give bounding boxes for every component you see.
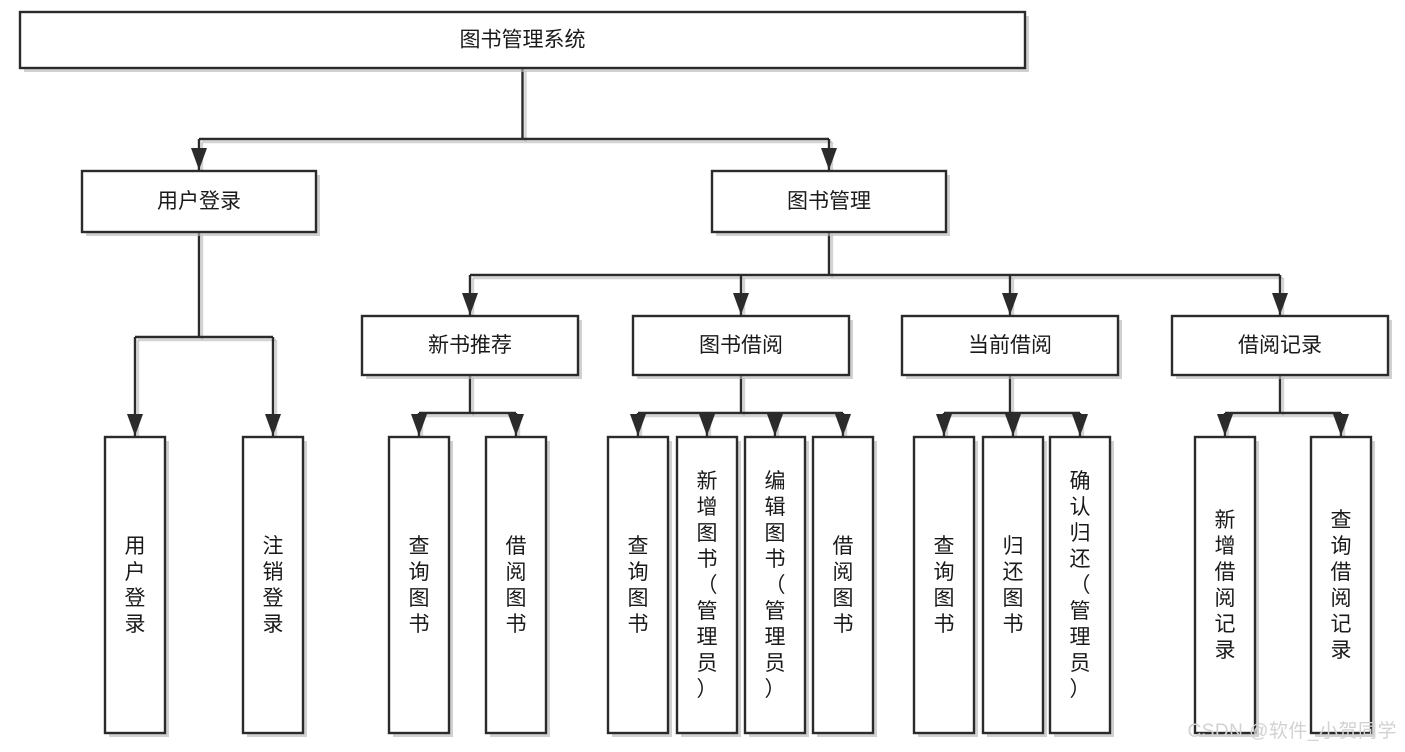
node-leaf-10[interactable]: 确认归还（管理员） (1048, 435, 1114, 737)
node-label: 图书管理系统 (460, 29, 586, 52)
node-rect[interactable] (387, 435, 451, 735)
node-leaf-8[interactable]: 查询图书 (912, 435, 978, 737)
node-label: 编辑图书（管理员） (765, 470, 786, 701)
node-root[interactable]: 图书管理系统 (18, 10, 1029, 72)
arrow-head (936, 414, 952, 436)
node-rect[interactable] (912, 435, 976, 735)
arrow-head (191, 148, 207, 170)
node-rect[interactable] (80, 169, 318, 234)
node-label: 当前借阅 (968, 334, 1052, 357)
node-rect[interactable] (606, 435, 670, 735)
connector-layer (127, 68, 1349, 439)
node-leaf-1[interactable]: 注销登录 (241, 435, 307, 737)
node-label: 图书借阅 (699, 334, 783, 357)
node-rect[interactable] (743, 435, 807, 735)
arrow-head (1072, 414, 1088, 436)
node-leaf-3[interactable]: 借阅图书 (484, 435, 550, 737)
node-rect[interactable] (103, 435, 167, 735)
node-leaf-6[interactable]: 编辑图书（管理员） (743, 435, 809, 737)
node-level2-0[interactable]: 用户登录 (80, 169, 320, 236)
node-rect[interactable] (631, 314, 851, 377)
node-leaf-0[interactable]: 用户登录 (103, 435, 169, 737)
arrow-head (767, 414, 783, 436)
arrow-head (127, 414, 143, 436)
arrow-head (630, 414, 646, 436)
node-label: 查询图书 (628, 535, 649, 636)
node-label: 新增借阅记录 (1215, 509, 1236, 662)
node-rect[interactable] (18, 10, 1027, 70)
node-label: 新书推荐 (428, 334, 512, 357)
node-rect[interactable] (710, 169, 948, 234)
node-rect[interactable] (675, 435, 739, 735)
node-leaf-7[interactable]: 借阅图书 (811, 435, 877, 737)
arrow-head (699, 414, 715, 436)
node-rect[interactable] (811, 435, 875, 735)
arrow-head (733, 293, 749, 315)
arrow-head (411, 414, 427, 436)
node-rect[interactable] (900, 314, 1120, 377)
node-level3-1[interactable]: 图书借阅 (631, 314, 853, 379)
node-level3-2[interactable]: 当前借阅 (900, 314, 1122, 379)
node-label: 借阅记录 (1238, 334, 1322, 357)
node-level3-0[interactable]: 新书推荐 (360, 314, 582, 379)
node-label: 借阅图书 (833, 535, 854, 636)
node-leaf-11[interactable]: 新增借阅记录 (1193, 435, 1259, 737)
node-leaf-12[interactable]: 查询借阅记录 (1309, 435, 1375, 737)
node-label: 图书管理 (787, 190, 871, 213)
arrow-head (1217, 414, 1233, 436)
arrow-head (1005, 414, 1021, 436)
node-label: 新增图书（管理员） (697, 470, 718, 701)
node-rect[interactable] (981, 435, 1045, 735)
arrow-head (508, 414, 524, 436)
node-label: 查询借阅记录 (1331, 509, 1352, 662)
node-leaf-4[interactable]: 查询图书 (606, 435, 672, 737)
node-label: 查询图书 (409, 535, 430, 636)
node-rect[interactable] (1170, 314, 1390, 377)
arrow-head (265, 414, 281, 436)
node-label: 用户登录 (125, 535, 146, 636)
arrow-head (1002, 293, 1018, 315)
arrow-head (835, 414, 851, 436)
node-label: 确认归还（管理员） (1070, 470, 1091, 701)
arrow-head (1333, 414, 1349, 436)
node-rect[interactable] (360, 314, 580, 377)
node-label: 用户登录 (157, 190, 241, 213)
node-rect[interactable] (1193, 435, 1257, 735)
watermark-label: CSDN @软件_小贺同学 (1187, 721, 1397, 742)
node-label: 查询图书 (934, 535, 955, 636)
arrow-head (1272, 293, 1288, 315)
arrow-head (821, 148, 837, 170)
arrow-head (462, 293, 478, 315)
node-leaf-2[interactable]: 查询图书 (387, 435, 453, 737)
node-leaf-9[interactable]: 归还图书 (981, 435, 1047, 737)
node-rect[interactable] (484, 435, 548, 735)
node-layer: 图书管理系统用户登录图书管理新书推荐图书借阅当前借阅借阅记录用户登录注销登录查询… (18, 10, 1392, 737)
node-rect[interactable] (1048, 435, 1112, 735)
node-level3-3[interactable]: 借阅记录 (1170, 314, 1392, 379)
node-leaf-5[interactable]: 新增图书（管理员） (675, 435, 741, 737)
node-rect[interactable] (241, 435, 305, 735)
node-label: 借阅图书 (506, 535, 527, 636)
node-level2-1[interactable]: 图书管理 (710, 169, 950, 236)
node-label: 注销登录 (263, 535, 284, 636)
node-rect[interactable] (1309, 435, 1373, 735)
node-label: 归还图书 (1003, 535, 1024, 636)
